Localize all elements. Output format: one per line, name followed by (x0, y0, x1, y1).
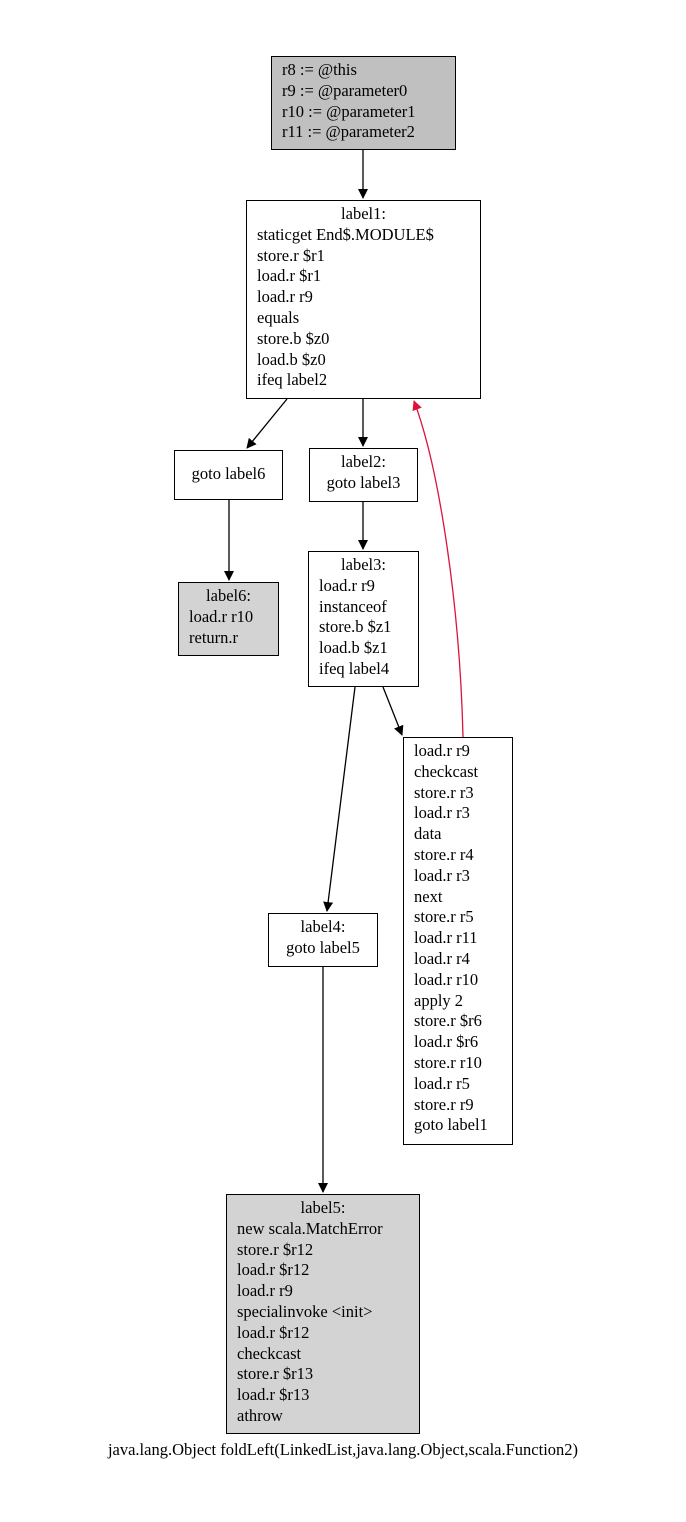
instruction-line: store.r r3 (414, 782, 474, 802)
instruction-line: store.r $r1 (257, 245, 325, 265)
instruction-line: new scala.MatchError (237, 1218, 383, 1238)
back-edge-loop-label1 (412, 400, 464, 738)
instruction-line: load.r r11 (414, 928, 478, 948)
instruction-line: goto label1 (414, 1115, 488, 1135)
instruction-line: load.r r9 (319, 575, 375, 595)
instruction-line: load.r r9 (257, 287, 313, 307)
instruction-line: store.r $r6 (414, 1011, 482, 1031)
instruction-line: store.r r10 (414, 1052, 482, 1072)
edge-label3-loop (382, 686, 404, 736)
instruction-line: load.r $r6 (414, 1032, 479, 1052)
instruction-line: checkcast (414, 761, 479, 781)
instruction-line: store.b $z0 (257, 328, 330, 348)
instruction-line: goto label6 (191, 464, 266, 483)
label4-node-lines: goto label5 (279, 938, 367, 959)
instruction-line: next (414, 886, 443, 906)
label2-node-label: label2: (341, 452, 386, 471)
instruction-line: apply 2 (414, 990, 464, 1010)
instruction-line: load.r $r13 (237, 1385, 310, 1405)
instruction-line: specialinvoke <init> (237, 1301, 373, 1321)
label4-node-label: label4: (300, 917, 346, 936)
graph-caption: java.lang.Object foldLeft(LinkedList,jav… (107, 1440, 579, 1459)
instruction-line: r8 := @this (282, 60, 357, 79)
instruction-line: load.r $r12 (237, 1260, 310, 1280)
instruction-line: load.r $r12 (237, 1322, 310, 1342)
goto-label6-node: goto label6 (174, 450, 283, 500)
label1-node-label: label1: (341, 204, 386, 223)
instruction-line: load.b $z0 (257, 349, 326, 369)
instruction-line: store.r r4 (414, 844, 474, 864)
instruction-line: checkcast (237, 1343, 302, 1363)
instruction-line: goto label3 (326, 472, 401, 492)
instruction-line: load.r r3 (414, 803, 470, 823)
instruction-line: staticget End$.MODULE$ (257, 224, 434, 244)
instruction-line: r10 := @parameter1 (282, 101, 416, 121)
instruction-line: store.r r5 (414, 907, 474, 927)
instruction-line: load.r r10 (414, 969, 479, 989)
goto-label6-node-lines: goto label6 (185, 464, 272, 485)
instruction-line: equals (257, 307, 300, 327)
label4-node: label4: goto label5 (268, 913, 378, 967)
instruction-line: load.b $z1 (319, 638, 388, 658)
instruction-line: return.r (189, 627, 239, 647)
label2-node: label2: goto label3 (309, 448, 418, 502)
instruction-line: instanceof (319, 596, 387, 616)
instruction-line: r11 := @parameter2 (282, 122, 415, 142)
instruction-line: load.r r5 (414, 1073, 470, 1093)
instruction-line: athrow (237, 1405, 283, 1425)
instruction-line: store.r $r12 (237, 1239, 314, 1259)
instruction-line: load.r r4 (414, 948, 470, 968)
label3-node-label: label3: (341, 555, 386, 574)
instruction-line: load.r $r1 (257, 266, 322, 286)
instruction-line: store.r $r13 (237, 1364, 314, 1384)
instruction-line: load.r r3 (414, 865, 470, 885)
instruction-line: ifeq label4 (319, 658, 390, 678)
instruction-line: store.r r9 (414, 1094, 474, 1114)
instruction-line: store.b $z1 (319, 617, 392, 637)
instruction-line: data (414, 824, 442, 844)
label5-node-label: label5: (300, 1198, 346, 1217)
instruction-line: load.r r9 (414, 741, 470, 760)
edge-label3-label4 (323, 686, 356, 912)
instruction-line: goto label5 (286, 937, 360, 957)
label6-node-label: label6: (206, 586, 251, 605)
edge-label1-goto6 (246, 398, 288, 449)
label2-node-lines: goto label3 (320, 473, 407, 494)
label1-node: label1: staticget End$.MODULE$store.r $r… (246, 200, 481, 399)
instruction-line: load.r r9 (237, 1281, 293, 1301)
instruction-line: r9 := @parameter0 (282, 80, 408, 100)
instruction-line: ifeq label2 (257, 370, 328, 390)
instruction-line: load.r r10 (189, 606, 254, 626)
